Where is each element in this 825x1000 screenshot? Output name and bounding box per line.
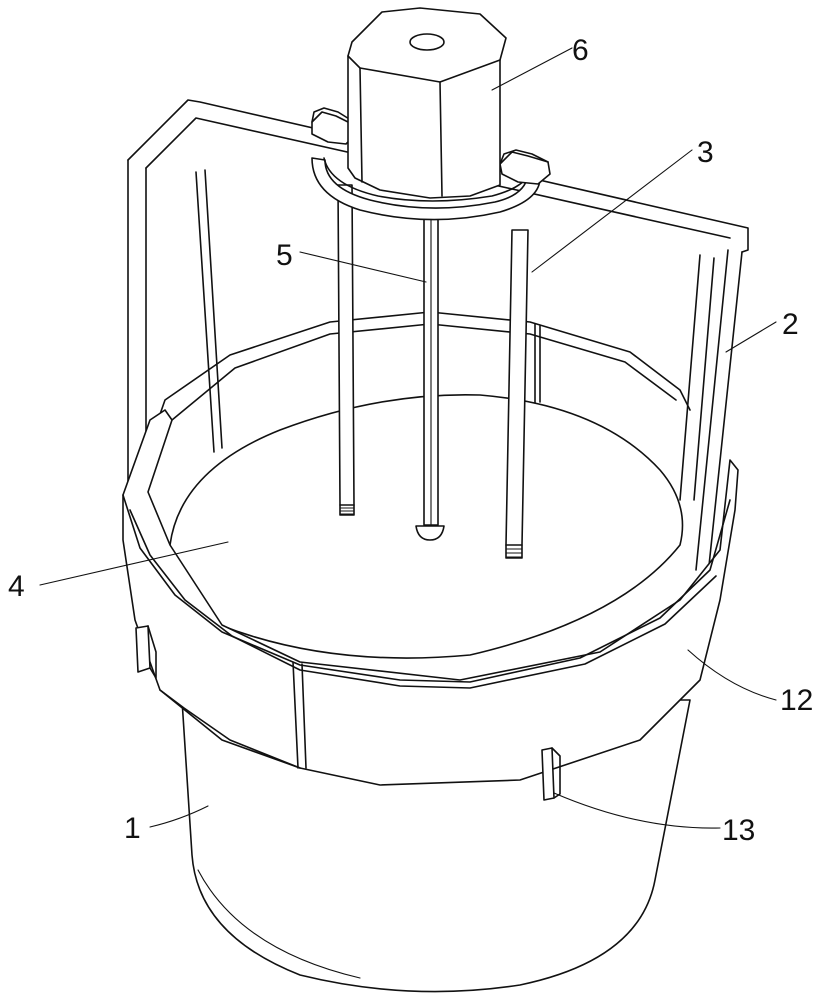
label-4: 4 <box>8 570 25 603</box>
motor-housing <box>348 8 506 198</box>
label-5: 5 <box>276 239 293 272</box>
label-1: 1 <box>124 812 141 845</box>
label-2: 2 <box>782 308 799 341</box>
leader-5 <box>300 252 426 282</box>
label-6: 6 <box>572 34 589 67</box>
leader-6 <box>492 48 572 90</box>
label-3: 3 <box>697 136 714 169</box>
leader-3 <box>532 150 692 272</box>
label-12: 12 <box>780 684 813 717</box>
guide-rod-left <box>338 185 354 515</box>
label-13: 13 <box>722 814 755 847</box>
